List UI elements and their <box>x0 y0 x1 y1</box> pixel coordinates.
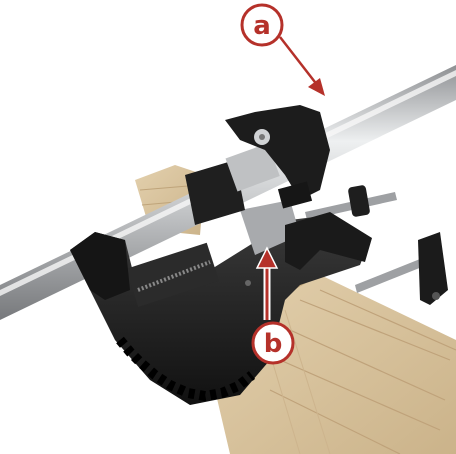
callout-b-circle <box>251 321 295 365</box>
callout-b: b <box>251 246 295 365</box>
callout-a-label: a <box>253 11 271 41</box>
arrow-icon <box>308 78 325 96</box>
clamp-screw-lower <box>355 232 448 305</box>
callout-a-circle <box>240 3 284 47</box>
mount-bracket <box>70 200 372 405</box>
callout-b-label: b <box>264 329 283 359</box>
arrow-icon <box>255 246 279 269</box>
callout-a: a <box>240 3 325 96</box>
steering-collar <box>185 105 330 225</box>
arrow-icon <box>279 36 319 87</box>
